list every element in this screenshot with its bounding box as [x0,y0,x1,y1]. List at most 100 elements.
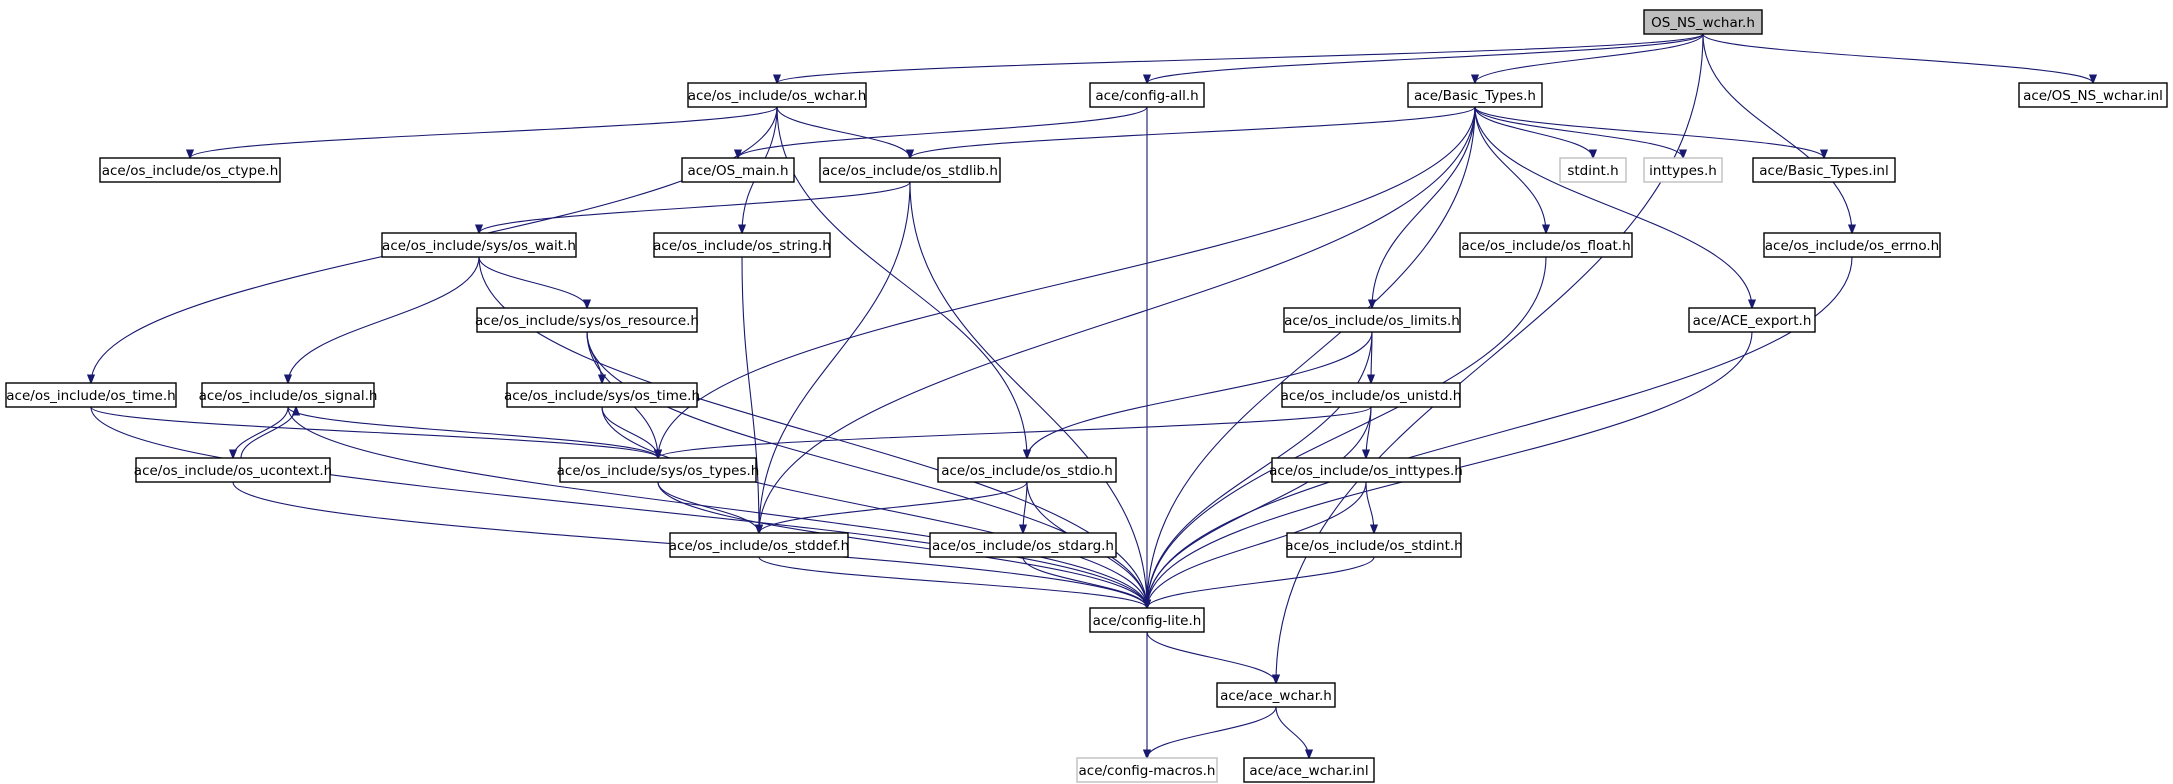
node-ace-os-include-os-errno-h[interactable]: ace/os_include/os_errno.h [1763,232,1941,258]
edge-n15-n29 [586,331,1147,608]
edge-n23-n26 [657,481,759,533]
node-ace-basic-types-inl[interactable]: ace/Basic_Types.inl [1752,157,1896,183]
dependency-edge [1475,33,1704,83]
node-ace-os-include-sys-os-types-h[interactable]: ace/os_include/sys/os_types.h [557,457,760,483]
node-box [1559,157,1627,183]
node-ace-config-all-h[interactable]: ace/config-all.h [1089,82,1205,108]
edge-n21-n23 [658,406,1372,458]
dependency-edge [658,106,1476,458]
dependency-edge [240,407,296,459]
node-label: ace/os_include/os_stdarg.h [932,538,1114,554]
dependency-edge [1365,481,1374,533]
dependency-edge [909,181,1147,608]
node-inttypes-h[interactable]: inttypes.h [1643,157,1723,183]
edge-n3-n10 [1474,106,1824,158]
dependency-edge [1147,406,1372,608]
node-label: ace/os_include/os_ucontext.h [134,463,332,479]
dependency-edge [1275,706,1309,758]
node-ace-os-include-sys-os-wait-h[interactable]: ace/os_include/sys/os_wait.h [381,232,577,258]
node-ace-os-include-os-float-h[interactable]: ace/os_include/os_float.h [1459,232,1633,258]
edge-n1-n5 [190,106,778,158]
dependency-edge [479,181,911,233]
node-os-ns-wchar-h[interactable]: OS_NS_wchar.h [1643,9,1763,35]
edge-n0-n30 [1276,33,1704,683]
node-label: ace/config-all.h [1095,88,1198,104]
node-label: ace/OS_main.h [687,163,788,179]
node-ace-ace-export-h[interactable]: ace/ACE_export.h [1688,307,1816,333]
node-box [1752,157,1896,183]
node-ace-os-include-os-signal-h[interactable]: ace/os_include/os_signal.h [199,382,378,408]
edge-n23-n29 [657,481,1147,608]
node-box [819,157,1001,183]
node-ace-os-include-os-wchar-h[interactable]: ace/os_include/os_wchar.h [687,82,867,108]
dependency-edge [287,406,658,458]
edge-n27-n29 [1022,556,1147,608]
dependency-edge [776,106,910,158]
edge-n12-n26 [741,256,759,533]
node-ace-os-include-os-ucontext-h[interactable]: ace/os_include/os_ucontext.h [134,457,332,483]
node-box [5,382,177,408]
dependency-edge [658,406,1372,458]
edge-n3-n29 [1147,106,1476,608]
edge-n19-n29 [287,406,1147,608]
dependency-edge [288,256,480,383]
node-ace-os-include-os-inttypes-h[interactable]: ace/os_include/os_inttypes.h [1269,457,1463,483]
node-ace-config-lite-h[interactable]: ace/config-lite.h [1089,607,1205,633]
edge-n3-n16 [1372,106,1476,308]
node-label: ace/os_include/sys/os_resource.h [475,313,699,329]
node-label: ace/os_include/os_stdlib.h [822,163,998,179]
node-box [476,307,698,333]
node-box [1076,757,1218,783]
node-ace-os-include-os-unistd-h[interactable]: ace/os_include/os_unistd.h [1281,382,1462,408]
node-ace-os-include-sys-os-time-h[interactable]: ace/os_include/sys/os_time.h [504,382,700,408]
node-box [1459,232,1633,258]
node-label: ace/os_include/os_stdint.h [1285,538,1462,554]
node-ace-os-include-os-time-h[interactable]: ace/os_include/os_time.h [5,382,177,408]
node-box [1643,9,1763,35]
dependency-edge [1146,631,1276,683]
node-ace-os-include-os-stdint-h[interactable]: ace/os_include/os_stdint.h [1285,532,1463,558]
dependency-edge [759,181,911,533]
node-label: ace/os_include/os_ctype.h [102,163,279,179]
node-box [929,532,1117,558]
edge-n0-n3 [1475,33,1704,83]
node-label: ace/ACE_export.h [1693,313,1812,329]
node-label: ace/os_include/os_time.h [6,388,175,404]
node-ace-ace-wchar-h[interactable]: ace/ace_wchar.h [1216,682,1336,708]
edge-n24-n27 [1023,481,1028,533]
dependency-edge [1147,331,1373,608]
dependency-edge [1474,106,1752,308]
node-label: ace/OS_NS_wchar.inl [2023,88,2163,104]
node-ace-os-include-os-limits-h[interactable]: ace/os_include/os_limits.h [1283,307,1461,333]
dependency-edge [1702,33,2093,83]
node-label: ace/os_include/os_errno.h [1765,238,1939,254]
node-ace-os-include-os-stdlib-h[interactable]: ace/os_include/os_stdlib.h [819,157,1001,183]
node-label: ace/Basic_Types.inl [1759,163,1888,179]
node-ace-basic-types-h[interactable]: ace/Basic_Types.h [1407,82,1543,108]
edge-n29-n30 [1146,631,1276,683]
dependency-edge [1276,33,1704,683]
node-ace-os-ns-wchar-inl[interactable]: ace/OS_NS_wchar.inl [2018,82,2168,108]
node-box [381,232,577,258]
node-ace-os-include-os-ctype-h[interactable]: ace/os_include/os_ctype.h [99,157,281,183]
node-ace-os-include-os-stddef-h[interactable]: ace/os_include/os_stddef.h [669,532,849,558]
node-box [669,532,849,558]
node-ace-os-include-os-string-h[interactable]: ace/os_include/os_string.h [653,232,831,258]
node-ace-os-main-h[interactable]: ace/OS_main.h [681,157,795,183]
node-label: ace/Basic_Types.h [1414,88,1536,104]
edge-n13-n29 [1147,256,1547,608]
dependency-edge [1147,106,1476,608]
edge-n0-n4 [1702,33,2093,83]
node-ace-os-include-os-stdio-h[interactable]: ace/os_include/os_stdio.h [937,457,1117,483]
node-ace-os-include-os-stdarg-h[interactable]: ace/os_include/os_stdarg.h [929,532,1117,558]
edge-n28-n29 [1147,556,1375,608]
node-ace-ace-wchar-inl[interactable]: ace/ace_wchar.inl [1243,757,1375,783]
node-stdint-h[interactable]: stdint.h [1559,157,1627,183]
edge-n3-n23 [658,106,1476,458]
node-box [1216,682,1336,708]
node-ace-os-include-sys-os-resource-h[interactable]: ace/os_include/sys/os_resource.h [475,307,699,333]
dependency-edge [1027,331,1373,458]
node-ace-config-macros-h[interactable]: ace/config-macros.h [1076,757,1218,783]
